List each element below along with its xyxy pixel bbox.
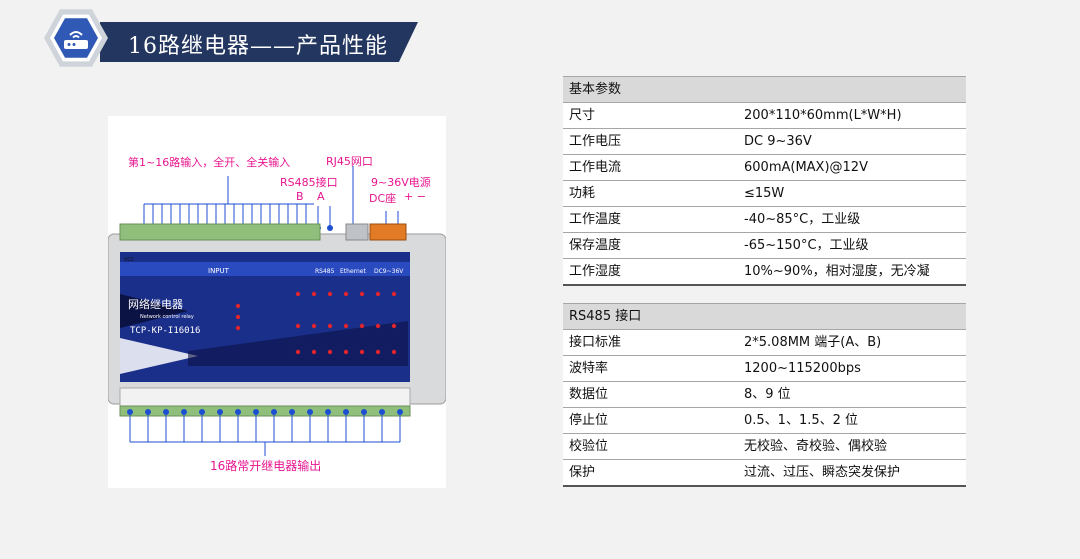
vcc-label: VCC bbox=[124, 257, 135, 263]
table-row: 工作湿度 10%~90%，相对湿度，无冷凝 bbox=[563, 259, 966, 286]
param-value: 8、9 位 bbox=[744, 387, 791, 402]
param-key: 工作湿度 bbox=[569, 264, 622, 279]
param-value: 10%~90%，相对湿度，无冷凝 bbox=[744, 264, 930, 279]
param-key: 工作电流 bbox=[569, 160, 622, 175]
basic-params-heading: 基本参数 bbox=[563, 76, 966, 103]
table-row: 接口标准 2*5.08MM 端子(A、B) bbox=[563, 330, 966, 356]
param-key: 工作温度 bbox=[569, 212, 622, 227]
param-value: ≤15W bbox=[744, 186, 785, 201]
header-bar bbox=[100, 22, 418, 62]
label-b: B bbox=[296, 190, 304, 203]
param-key: 接口标准 bbox=[569, 335, 622, 350]
param-key: 波特率 bbox=[569, 361, 609, 376]
output-wires bbox=[129, 412, 401, 456]
label-rs485: RS485接口 bbox=[280, 176, 338, 189]
section-header: 16路继电器——产品性能 bbox=[100, 22, 418, 62]
product-photo: VCC INPUT RS485 Ethernet DC9~36V 网络继电器 N… bbox=[107, 116, 447, 488]
param-value: -40~85°C，工业级 bbox=[744, 212, 861, 227]
table-row: 校验位 无校验、奇校验、偶校验 bbox=[563, 434, 966, 460]
table-row: 尺寸 200*110*60mm(L*W*H) bbox=[563, 103, 966, 129]
label-inputs: 第1~16路输入，全开、全关输入 bbox=[128, 156, 291, 169]
table-row: 保护 过流、过压、瞬态突发保护 bbox=[563, 460, 966, 487]
param-value: 200*110*60mm(L*W*H) bbox=[744, 108, 902, 123]
input-panel-label: INPUT bbox=[208, 267, 230, 275]
table-row: 波特率 1200~115200bps bbox=[563, 356, 966, 382]
param-value: 过流、过压、瞬态突发保护 bbox=[744, 465, 901, 480]
brand-en: Network control relay bbox=[140, 314, 194, 320]
led-indicators bbox=[235, 291, 397, 355]
param-value: 1200~115200bps bbox=[744, 361, 861, 376]
param-key: 工作电压 bbox=[569, 134, 622, 149]
param-key: 尺寸 bbox=[569, 108, 596, 123]
label-outputs: 16路常开继电器输出 bbox=[210, 459, 322, 473]
param-key: 功耗 bbox=[569, 186, 596, 201]
model-label: TCP-KP-I16016 bbox=[130, 326, 200, 336]
param-key: 校验位 bbox=[569, 439, 609, 454]
param-key: 保护 bbox=[569, 465, 596, 480]
param-key: 停止位 bbox=[569, 413, 609, 428]
label-rj45: RJ45网口 bbox=[326, 155, 373, 168]
param-value: DC 9~36V bbox=[744, 134, 812, 149]
param-value: 2*5.08MM 端子(A、B) bbox=[744, 335, 882, 350]
table-row: 数据位 8、9 位 bbox=[563, 382, 966, 408]
output-dots bbox=[127, 409, 403, 415]
dc-panel-label: DC9~36V bbox=[374, 268, 404, 275]
param-value: -65~150°C，工业级 bbox=[744, 238, 869, 253]
rs485-panel-label: RS485 bbox=[315, 268, 335, 275]
param-value: 0.5、1、1.5、2 位 bbox=[744, 413, 859, 428]
label-dc: DC座 bbox=[369, 192, 397, 205]
table-row: 功耗 ≤15W bbox=[563, 181, 966, 207]
input-wires bbox=[143, 166, 399, 228]
brand-cn: 网络继电器 bbox=[128, 297, 183, 311]
param-key: 数据位 bbox=[569, 387, 609, 402]
label-power: 9~36V电源 bbox=[371, 176, 431, 189]
table-row: 工作电流 600mA(MAX)@12V bbox=[563, 155, 966, 181]
rs485-table: RS485 接口 接口标准 2*5.08MM 端子(A、B) 波特率 1200~11… bbox=[563, 303, 966, 487]
page-title: 16路继电器——产品性能 bbox=[128, 34, 388, 59]
param-key: 保存温度 bbox=[569, 238, 622, 253]
table-row: 停止位 0.5、1、1.5、2 位 bbox=[563, 408, 966, 434]
table-row: 保存温度 -65~150°C，工业级 bbox=[563, 233, 966, 259]
table-row: 工作温度 -40~85°C，工业级 bbox=[563, 207, 966, 233]
relay-board-diagram: VCC INPUT RS485 Ethernet DC9~36V 网络继电器 N… bbox=[107, 166, 447, 456]
table-row: 工作电压 DC 9~36V bbox=[563, 129, 966, 155]
rs485-heading: RS485 接口 bbox=[563, 303, 966, 330]
param-value: 600mA(MAX)@12V bbox=[744, 160, 868, 175]
ethernet-panel-label: Ethernet bbox=[340, 268, 366, 275]
label-a: A bbox=[317, 190, 325, 203]
label-plus-minus: + − bbox=[404, 190, 426, 203]
param-value: 无校验、奇校验、偶校验 bbox=[744, 439, 888, 454]
router-icon bbox=[64, 31, 88, 49]
